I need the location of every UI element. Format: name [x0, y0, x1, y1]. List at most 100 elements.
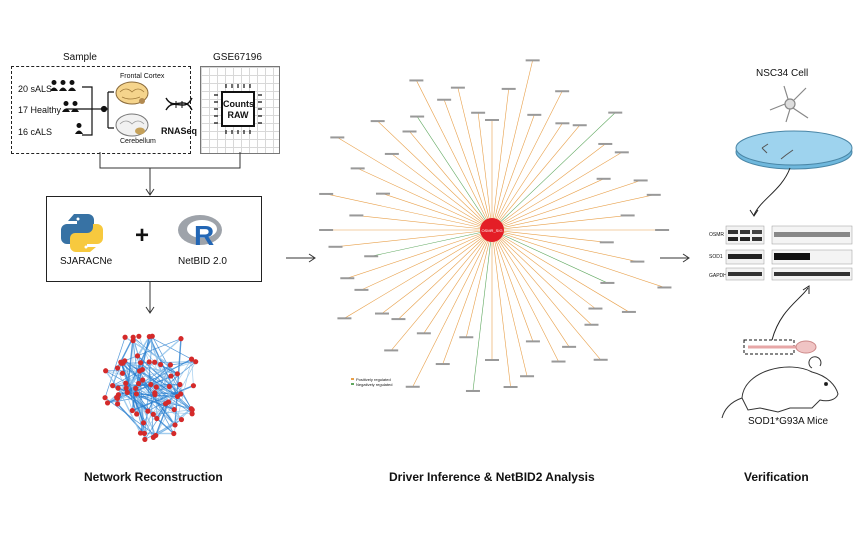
- tool-sjaracne: SJARACNe: [60, 256, 113, 267]
- star-leaf-label: [596, 177, 611, 180]
- mouse-label: SOD1*G93A Mice: [748, 416, 829, 427]
- star-leaf-label: [485, 119, 499, 121]
- network-node: [174, 393, 181, 400]
- star-leaf-label: [555, 122, 570, 125]
- star-edge: [457, 87, 493, 231]
- star-leaf-label: [527, 113, 542, 116]
- network-node: [154, 415, 160, 422]
- network-edge: [142, 379, 176, 426]
- network-node: [171, 406, 177, 413]
- star-leaf-label: [520, 375, 535, 378]
- star-edge: [491, 229, 630, 313]
- star-leaf-label: [340, 277, 355, 280]
- chip-line-raw: RAW: [227, 110, 249, 120]
- network-edge: [191, 359, 194, 386]
- network-edge: [144, 358, 192, 434]
- network-node: [123, 380, 129, 386]
- network-node: [123, 385, 129, 391]
- star-leaf-label: [349, 214, 364, 217]
- network-node: [140, 420, 147, 426]
- network-node: [167, 362, 174, 368]
- network-edge: [173, 359, 192, 434]
- blot-label-osmr: OSMR: [709, 232, 724, 238]
- star-leaf-label: [525, 59, 540, 62]
- legend-positive: Positively regulated: [356, 377, 391, 382]
- blot-label-sod1: SOD1: [709, 254, 723, 260]
- star-edge: [491, 88, 509, 231]
- star-edge: [491, 180, 641, 231]
- curved-arrow: [753, 167, 791, 216]
- star-leaf-label: [350, 167, 365, 170]
- star-edge: [377, 120, 493, 231]
- network-node: [141, 430, 148, 436]
- star-leaf-label: [646, 193, 661, 196]
- star-leaf-label: [402, 130, 417, 133]
- flow-arrows: [99, 152, 690, 314]
- network-node: [177, 381, 183, 388]
- star-leaf-label: [409, 79, 424, 82]
- network-edge: [156, 386, 193, 411]
- network-node: [134, 411, 140, 417]
- star-edge: [491, 229, 665, 288]
- network-edge: [126, 391, 175, 435]
- network-node: [133, 385, 139, 391]
- star-edge: [491, 112, 616, 231]
- brain-icon: [115, 81, 149, 105]
- network-node: [137, 430, 144, 436]
- tissue-frontal-cortex: Frontal Cortex: [120, 73, 165, 80]
- chip-line-counts: Counts: [223, 99, 254, 109]
- network-edge: [155, 424, 176, 436]
- network-edge: [150, 364, 171, 385]
- python-logo-icon: [61, 214, 103, 252]
- svg-text:R: R: [194, 220, 214, 251]
- star-hub-node: [480, 218, 504, 242]
- star-leaf-label: [584, 323, 599, 326]
- network-edge: [112, 363, 122, 386]
- network-node: [152, 390, 158, 396]
- star-leaf-label: [562, 345, 577, 348]
- neuron-icon: [769, 85, 809, 123]
- star-leaf-label: [319, 229, 334, 231]
- star-edge: [361, 229, 493, 291]
- star-leaf-label: [471, 111, 486, 114]
- star-leaf-label: [328, 245, 343, 248]
- network-node: [136, 333, 142, 339]
- star-edge: [491, 194, 654, 231]
- star-edge: [347, 229, 493, 279]
- network-node: [104, 400, 111, 406]
- star-leaf-label: [337, 317, 352, 320]
- network-edge: [154, 361, 196, 395]
- legend-positive-swatch: [351, 378, 354, 380]
- network-node: [189, 407, 195, 413]
- star-edge: [491, 229, 601, 360]
- star-edge: [491, 229, 570, 348]
- network-node: [150, 411, 156, 417]
- star-edge: [382, 193, 493, 231]
- star-edge: [491, 229, 596, 309]
- star-edge: [491, 229, 638, 262]
- star-edge: [477, 112, 493, 231]
- tools-box: [46, 196, 262, 282]
- star-edge: [416, 116, 493, 231]
- star-edge: [398, 229, 493, 320]
- caption-verification: Verification: [744, 470, 809, 484]
- star-leaf-label: [405, 385, 420, 388]
- star-leaf-label: [450, 86, 465, 89]
- chip-pins: [214, 84, 262, 134]
- star-edge: [491, 143, 606, 231]
- sample-bracket: [66, 86, 114, 136]
- network-node: [178, 416, 185, 423]
- network-node: [124, 389, 130, 395]
- network-node: [166, 383, 173, 390]
- star-edge: [491, 178, 604, 231]
- star-edge: [416, 80, 493, 231]
- network-edge: [160, 364, 170, 387]
- chip-icon: Counts RAW: [221, 91, 255, 127]
- network-node: [172, 422, 178, 428]
- star-edge: [412, 229, 493, 387]
- star-edge: [491, 229, 511, 388]
- network-node: [146, 333, 152, 340]
- network-node: [168, 373, 174, 379]
